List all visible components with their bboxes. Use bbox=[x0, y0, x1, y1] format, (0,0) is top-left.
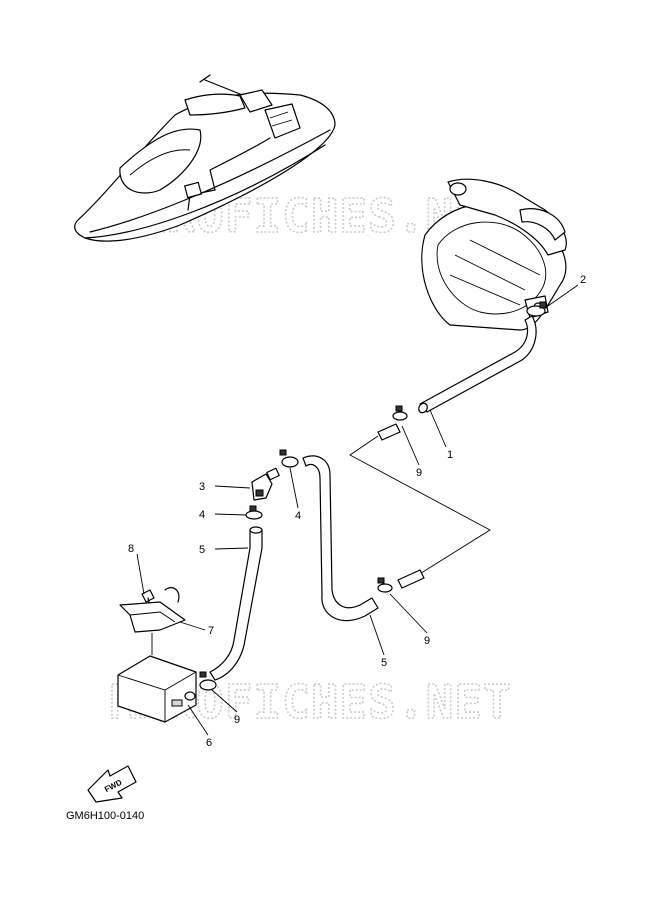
callout-5b: 5 bbox=[381, 657, 387, 669]
callout-6: 6 bbox=[206, 737, 212, 749]
callout-2: 2 bbox=[580, 274, 586, 286]
callout-9b: 9 bbox=[424, 635, 430, 647]
callout-3: 3 bbox=[199, 481, 205, 493]
hose-5-left bbox=[209, 526, 263, 681]
callout-labels: 1 2 3 4 4 5 5 6 7 8 9 9 9 bbox=[128, 274, 586, 749]
leader-lines bbox=[136, 284, 579, 736]
callout-9c: 9 bbox=[234, 714, 240, 726]
clamp-2 bbox=[526, 301, 547, 317]
callout-5a: 5 bbox=[199, 544, 205, 556]
nipple-lower bbox=[377, 569, 425, 593]
watercraft-illustration bbox=[74, 74, 336, 242]
bracket-7 bbox=[119, 587, 186, 633]
connection-guide bbox=[349, 435, 491, 581]
drawing-code: GM6H100-0140 bbox=[66, 810, 144, 822]
callout-1: 1 bbox=[447, 449, 453, 461]
clamp-9-lower bbox=[199, 671, 217, 691]
callout-4b: 4 bbox=[295, 510, 301, 522]
jet-pump-housing bbox=[421, 178, 567, 331]
box-6 bbox=[117, 655, 197, 723]
nipple-upper bbox=[377, 405, 408, 441]
callout-7: 7 bbox=[208, 625, 214, 637]
hose-5-center bbox=[302, 455, 379, 622]
fwd-arrow-icon: FWD bbox=[87, 765, 137, 803]
callout-4a: 4 bbox=[199, 509, 205, 521]
callout-9a: 9 bbox=[416, 467, 422, 479]
clamp-4-upper bbox=[279, 449, 299, 468]
clamp-4-lower bbox=[245, 505, 263, 520]
elbow-fitting-3 bbox=[251, 467, 280, 501]
hose-1 bbox=[418, 315, 537, 414]
callout-8: 8 bbox=[128, 543, 134, 555]
